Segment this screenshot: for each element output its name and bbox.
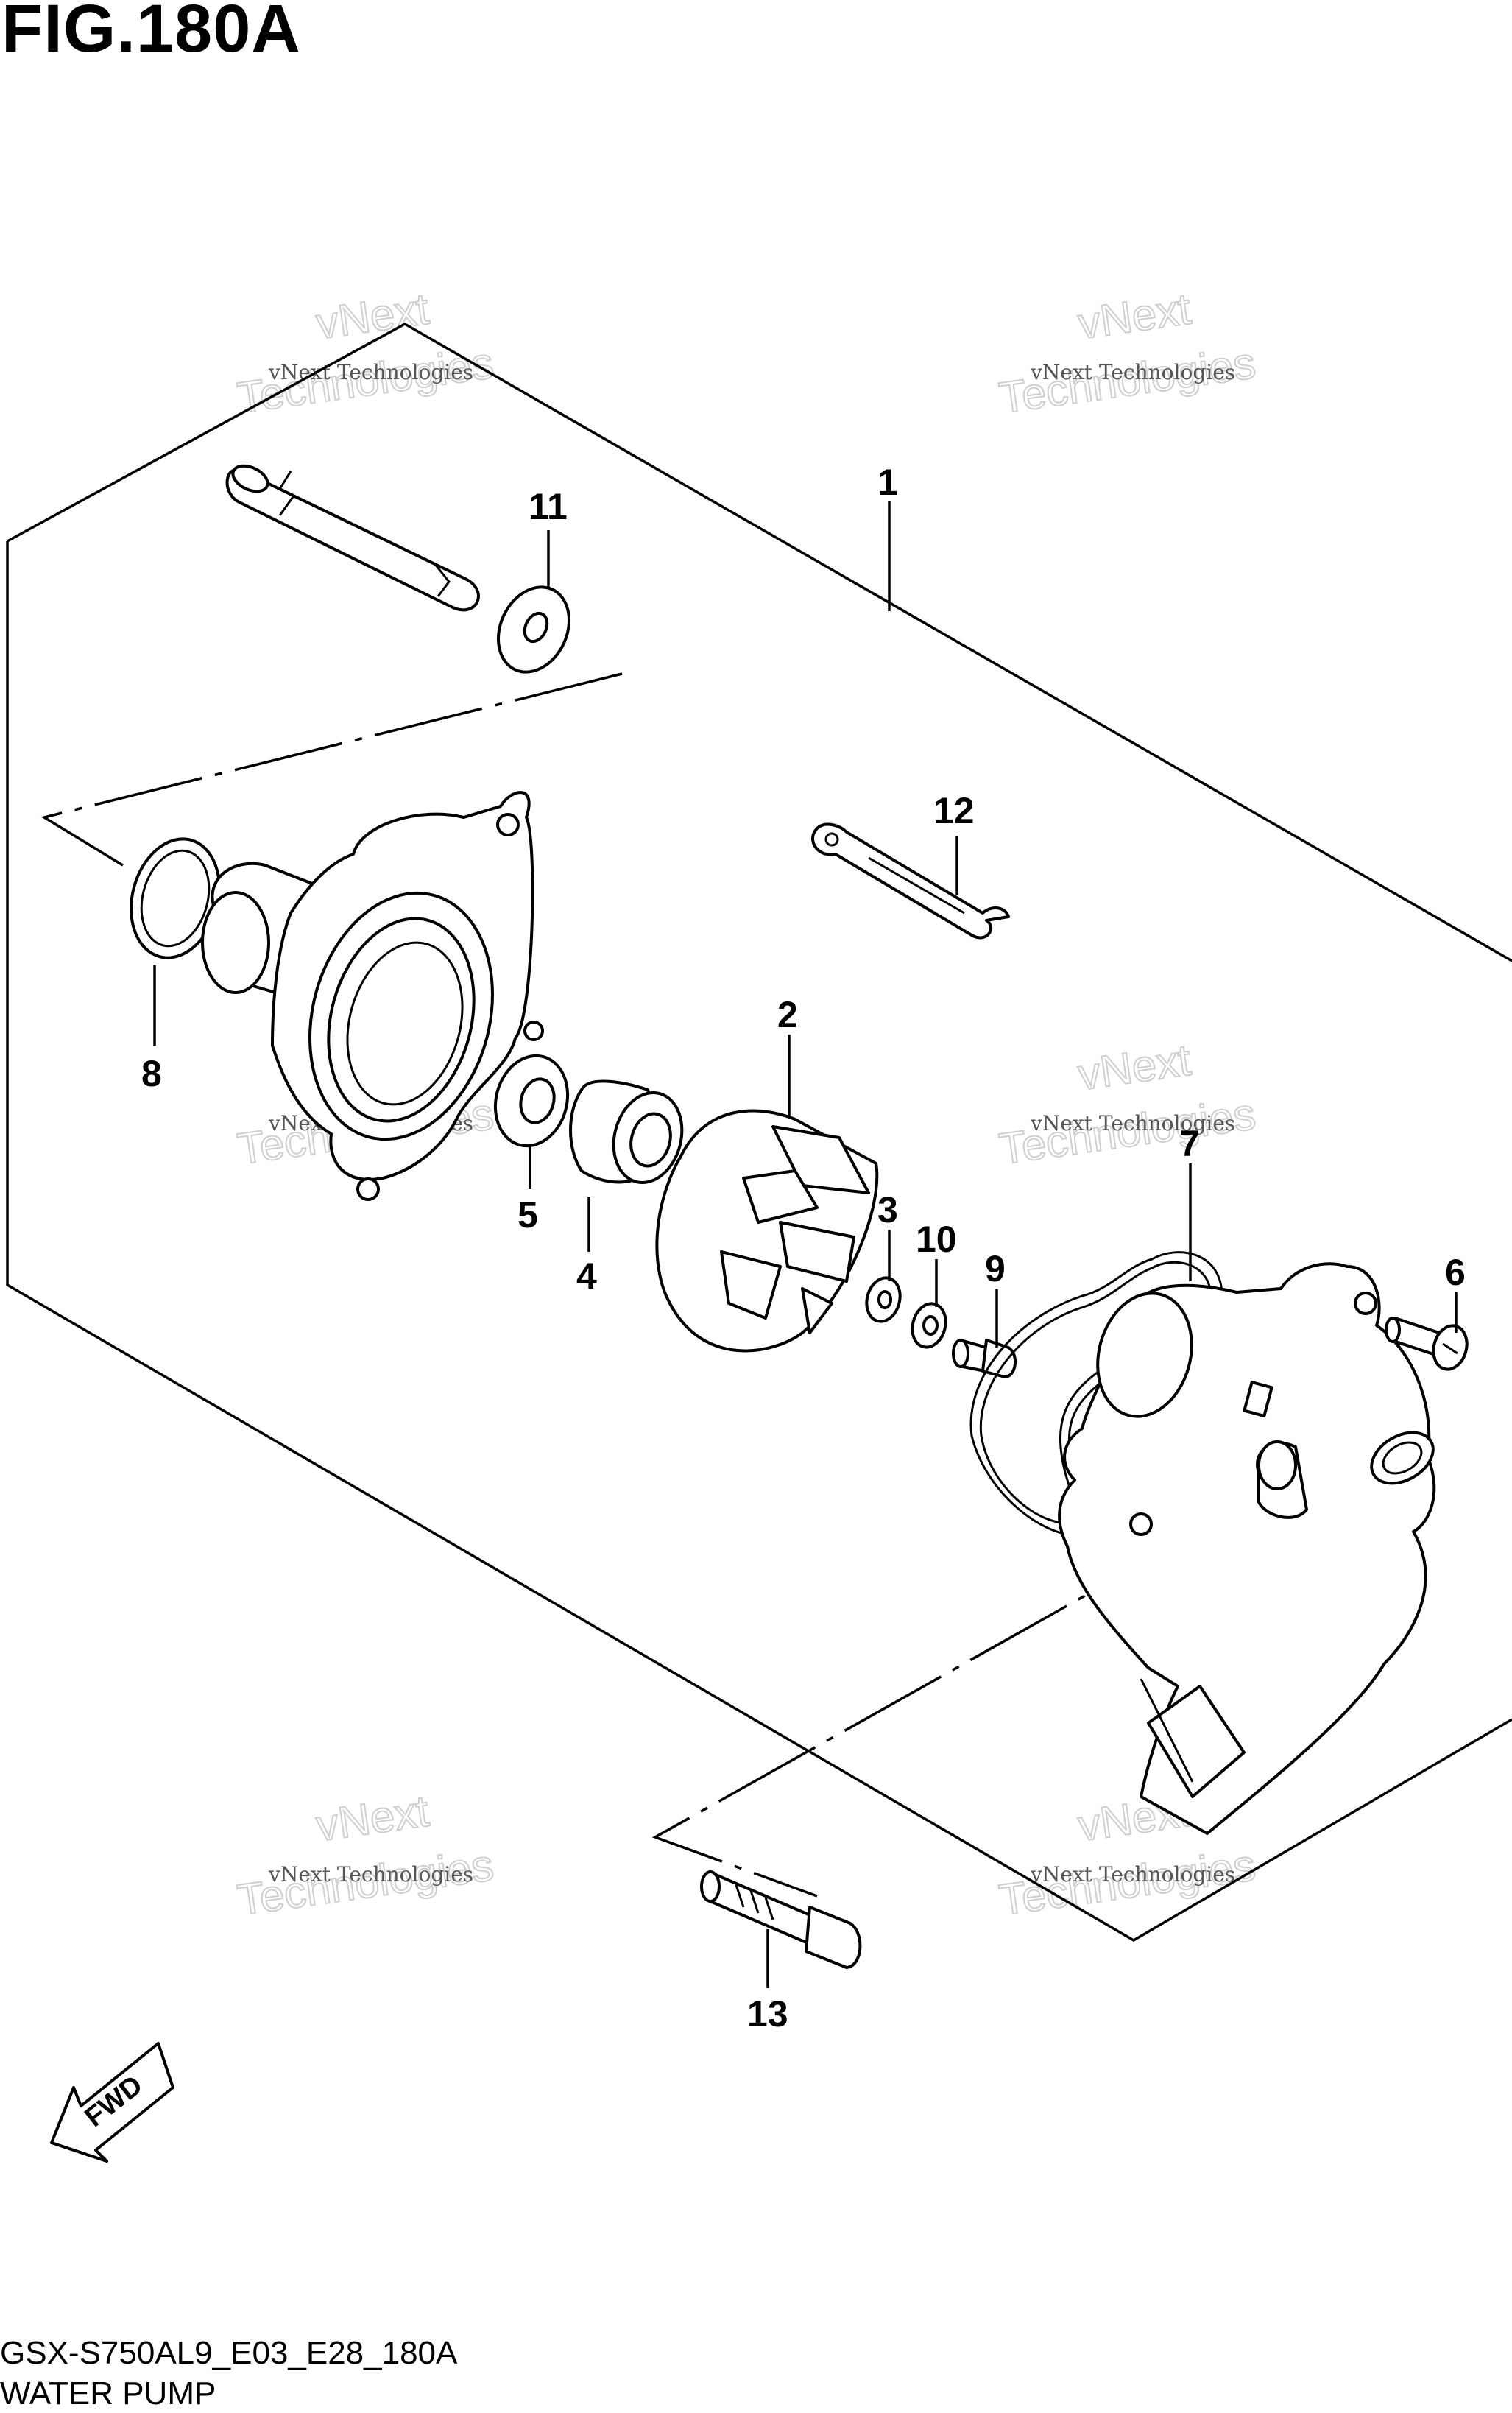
pump-housing: [201, 791, 544, 1201]
callout-4: 4: [576, 1255, 597, 1297]
watermark-text-large: vNext: [1075, 1035, 1194, 1099]
part-2-impeller: [655, 1109, 879, 1353]
watermark-bottom-left: vNext Technologies vNext Technologies: [233, 1785, 497, 1926]
assembly-outline: [6, 322, 1512, 1942]
part-5-seal: [493, 1054, 570, 1148]
part-9-bolt: [952, 1339, 1017, 1378]
watermark-text: vNext Technologies: [1030, 1862, 1235, 1887]
callout-labels: 1 11 12 2 8 5 4 3 10 9 6 7 13: [141, 462, 1466, 2035]
callout-2: 2: [777, 994, 798, 1035]
fwd-arrow: FWD: [50, 2042, 174, 2163]
callout-7: 7: [1179, 1123, 1200, 1164]
part-10-washer: [911, 1302, 947, 1349]
watermark-text-large: vNext: [313, 1786, 432, 1850]
callout-5: 5: [517, 1194, 538, 1236]
part-13-bolt: [700, 1870, 862, 1969]
part-4-mechanical-seal: [569, 1079, 684, 1185]
part-11-pipe: [225, 464, 480, 612]
footer-caption: WATER PUMP: [0, 2375, 216, 2412]
footer-code: GSX-S750AL9_E03_E28_180A: [0, 2335, 458, 2371]
callout-10: 10: [916, 1219, 957, 1260]
callout-3: 3: [877, 1189, 898, 1230]
watermark-text: vNext Technologies: [1030, 360, 1235, 384]
part-12-clip: [811, 822, 1010, 940]
callout-13: 13: [747, 1993, 788, 2035]
callout-11: 11: [529, 486, 568, 527]
pump-cover: [1058, 1262, 1436, 1835]
watermark-text-large: vNext: [313, 283, 432, 348]
watermark-text: vNext Technologies: [1030, 1111, 1235, 1135]
figure-title: FIG.180A: [1, 0, 301, 66]
part-11-washer: [496, 585, 571, 674]
part-3-washer: [865, 1276, 902, 1323]
watermark-text: vNext Technologies: [268, 1862, 473, 1887]
callout-6: 6: [1445, 1252, 1466, 1293]
watermark-top-right: vNext Technologies vNext Technologies: [995, 283, 1259, 423]
callout-1: 1: [877, 462, 898, 503]
watermark-text-large: vNext: [1075, 283, 1194, 348]
leader-lines: [153, 501, 1458, 1988]
callout-12: 12: [933, 790, 975, 831]
callout-9: 9: [985, 1248, 1006, 1289]
callout-8: 8: [141, 1053, 162, 1094]
watermark-mid-right: vNext Technologies vNext Technologies: [995, 1034, 1259, 1174]
